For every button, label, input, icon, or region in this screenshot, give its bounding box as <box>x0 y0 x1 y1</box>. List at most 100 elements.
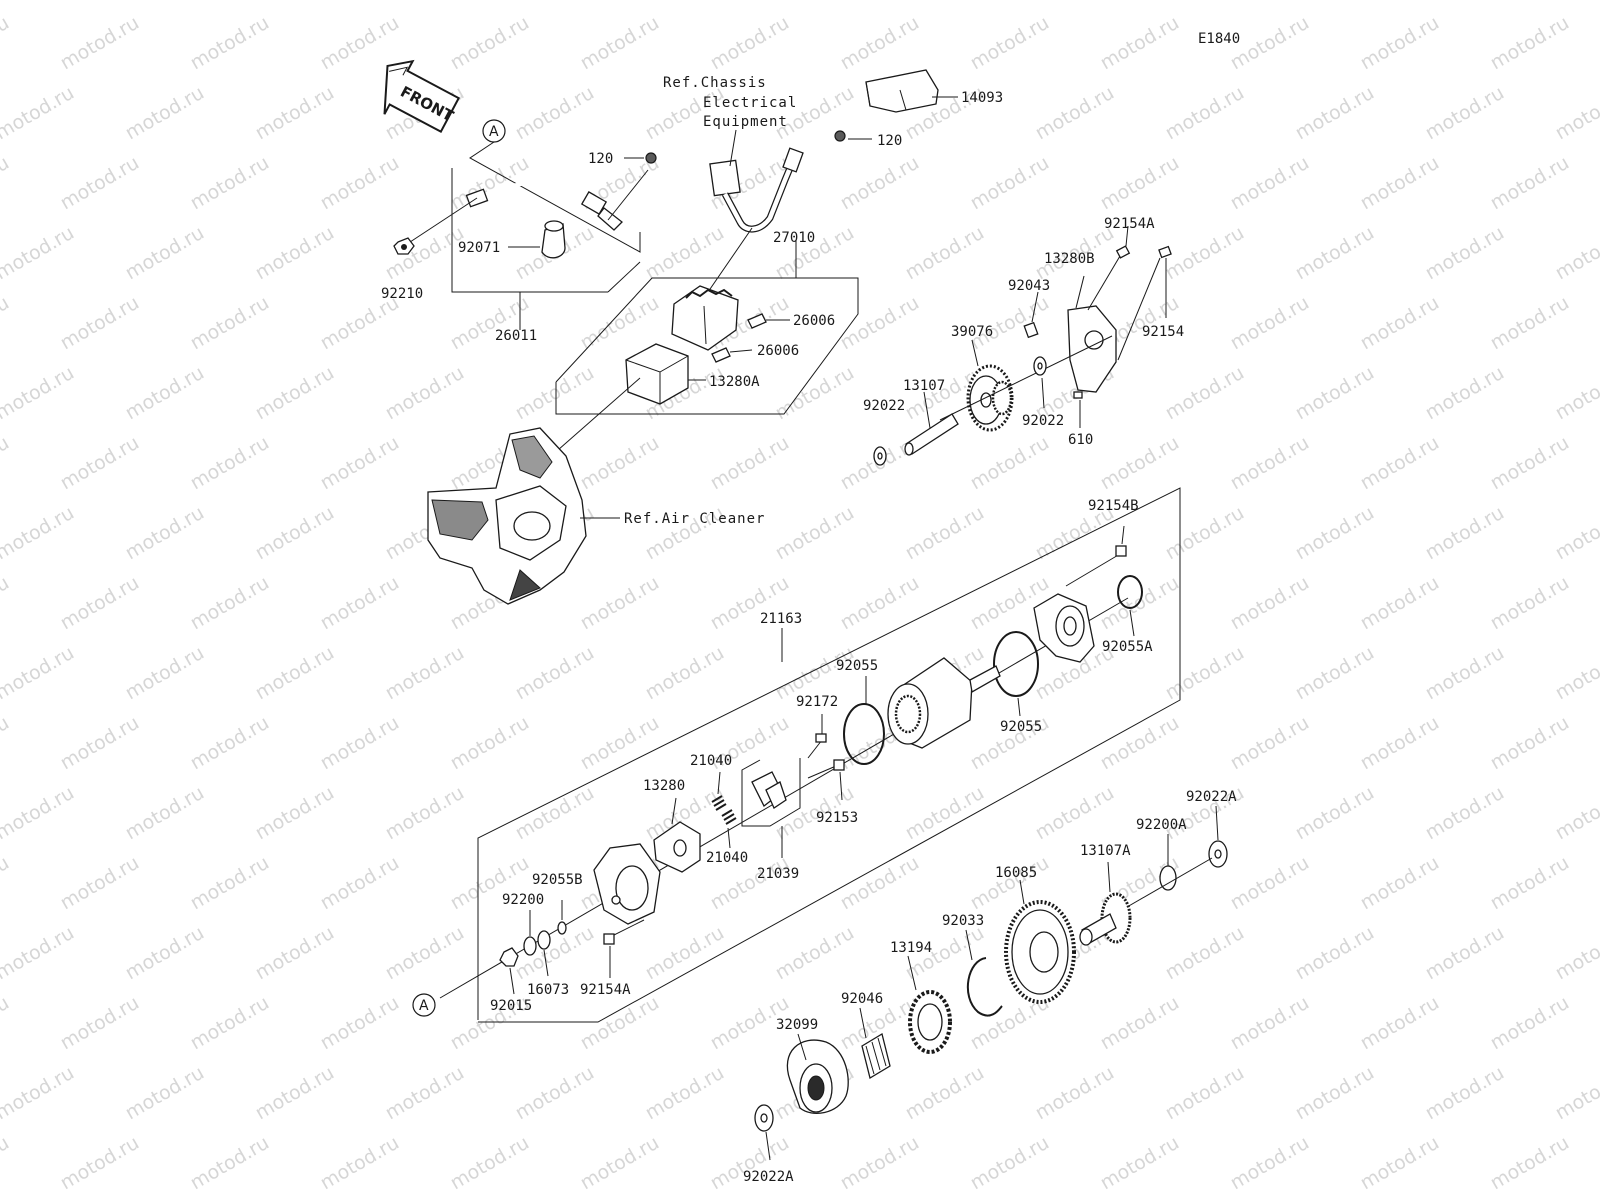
watermark-text: motod.ru <box>837 292 923 355</box>
air-cleaner-housing <box>427 427 620 605</box>
watermark-text: motod.ru <box>317 992 403 1055</box>
watermark-text: motod.ru <box>1422 782 1508 845</box>
watermark-text: motod.ru <box>1032 782 1118 845</box>
label-92055A: 92055A <box>1102 639 1153 655</box>
watermark-text: motod.ru <box>1032 0 1118 4</box>
watermark-text: motod.ru <box>1032 1062 1118 1125</box>
watermark-text: motod.ru <box>1552 782 1600 845</box>
diagram-code: E1840 <box>1198 31 1240 47</box>
watermark-text: motod.ru <box>902 222 988 285</box>
watermark-text: motod.ru <box>1357 992 1443 1055</box>
label-92015: 92015 <box>490 998 532 1014</box>
watermark-text: motod.ru <box>382 0 468 4</box>
watermark-text: motod.ru <box>707 12 793 75</box>
watermark-text: motod.ru <box>122 82 208 145</box>
watermark-text: motod.ru <box>1097 432 1183 495</box>
label-92055B: 92055B <box>532 872 583 888</box>
watermark-text: motod.ru <box>122 502 208 565</box>
watermark-text: motod.ru <box>57 572 143 635</box>
circlip-92033 <box>965 929 1003 1017</box>
label-92200A: 92200A <box>1136 817 1187 833</box>
watermark-text: motod.ru <box>642 0 728 4</box>
watermark-text: motod.ru <box>1552 1062 1600 1125</box>
label-92172: 92172 <box>796 694 838 710</box>
watermark-text: motod.ru <box>0 712 13 775</box>
watermark-text: motod.ru <box>252 1062 338 1125</box>
watermark-text: motod.ru <box>0 1132 13 1195</box>
watermark-text: motod.ru <box>447 1132 533 1195</box>
label-120-left: 120 <box>588 151 613 167</box>
washer-92200 <box>523 910 537 956</box>
watermark-text: motod.ru <box>122 922 208 985</box>
front-arrow-icon: FRONT <box>383 59 461 134</box>
watermark-text: motod.ru <box>1487 292 1573 355</box>
watermark-text: motod.ru <box>1487 712 1573 775</box>
washer-92022A-top <box>1208 805 1228 868</box>
watermark-text: motod.ru <box>512 362 598 425</box>
watermark-text: motod.ru <box>382 782 468 845</box>
watermark-text: motod.ru <box>967 12 1053 75</box>
watermark-text: motod.ru <box>187 852 273 915</box>
watermark-text: motod.ru <box>1292 922 1378 985</box>
group-frame-27010 <box>555 240 859 415</box>
label-92022-right: 92022 <box>1022 413 1064 429</box>
watermark-text: motod.ru <box>642 82 728 145</box>
watermark-text: motod.ru <box>1292 362 1378 425</box>
idle-gear-39076 <box>966 339 1014 432</box>
callout-a-bottom: A <box>412 993 436 1017</box>
watermark-text: motod.ru <box>1422 362 1508 425</box>
watermark-text: motod.ru <box>512 782 598 845</box>
nut-92210 <box>393 237 415 255</box>
watermark-text: motod.ru <box>122 782 208 845</box>
oring-92055A <box>1117 575 1143 637</box>
watermark-text: motod.ru <box>0 642 78 705</box>
label-92154A-top: 92154A <box>1104 216 1155 232</box>
watermark-text: motod.ru <box>317 572 403 635</box>
label-92210: 92210 <box>381 286 423 302</box>
watermark-text: motod.ru <box>1292 642 1378 705</box>
watermark-text: motod.ru <box>772 922 858 985</box>
watermark-text: motod.ru <box>0 222 78 285</box>
watermark-text: motod.ru <box>1227 712 1313 775</box>
label-92154: 92154 <box>1142 324 1184 340</box>
main-harness-connector <box>707 147 804 293</box>
svg-text:Electrical: Electrical <box>703 95 797 111</box>
watermark-text: motod.ru <box>642 642 728 705</box>
label-610: 610 <box>1068 432 1093 448</box>
label-13280B: 13280B <box>1044 251 1095 267</box>
watermark-text: motod.ru <box>967 432 1053 495</box>
watermark-text: motod.ru <box>772 362 858 425</box>
watermark-text: motod.ru <box>447 12 533 75</box>
watermark-text: motod.ru <box>317 152 403 215</box>
watermark-text: motod.ru <box>57 292 143 355</box>
watermark-text: motod.ru <box>837 572 923 635</box>
label-92022A-top: 92022A <box>1186 789 1237 805</box>
watermark-text: motod.ru <box>512 0 598 4</box>
label-39076: 39076 <box>951 324 993 340</box>
watermark-text: motod.ru <box>382 222 468 285</box>
axis-line-idle <box>939 335 1113 421</box>
watermark-text: motod.ru <box>1357 152 1443 215</box>
bolt-92154A-bottom <box>603 919 645 978</box>
watermark-text: motod.ru <box>382 642 468 705</box>
label-13107A: 13107A <box>1080 843 1131 859</box>
oring-92055-right <box>993 631 1039 717</box>
watermark-text: motod.ru <box>1097 1132 1183 1195</box>
watermark-text: motod.ru <box>1357 852 1443 915</box>
label-92055-mid: 92055 <box>836 658 878 674</box>
watermark-text: motod.ru <box>0 152 13 215</box>
watermark-text: motod.ru <box>252 0 338 4</box>
watermark-text: motod.ru <box>512 1062 598 1125</box>
label-21040-b: 21040 <box>706 850 748 866</box>
watermark-text: motod.ru <box>577 1132 663 1195</box>
watermark-text: motod.ru <box>1487 432 1573 495</box>
label-92154B: 92154B <box>1088 498 1139 514</box>
watermark-text: motod.ru <box>1422 222 1508 285</box>
watermark-text: motod.ru <box>642 1062 728 1125</box>
label-21163: 21163 <box>760 611 802 627</box>
watermark-text: motod.ru <box>1552 922 1600 985</box>
watermark-text: motod.ru <box>382 922 468 985</box>
gear-13107A <box>1079 861 1132 946</box>
watermark-text: motod.ru <box>122 1062 208 1125</box>
